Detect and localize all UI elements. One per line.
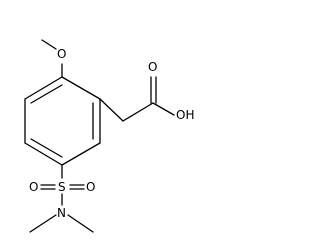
atom-methoxy-oxygen: O (57, 47, 66, 61)
atom-carbonyl-oxygen: O (148, 60, 157, 74)
atom-sulfur: S (58, 180, 66, 194)
ring-bond-c3-c4 (24, 142, 63, 166)
bond-n-methyl-left (29, 214, 57, 233)
atom-sulfonyl-oxygen-right: O (86, 180, 95, 194)
atom-sulfonyl-oxygen-left: O (29, 180, 38, 194)
ring-bond-c6-c1 (61, 76, 101, 100)
molecule-drawing: O O OH S O O N (24, 39, 194, 233)
bond-methoxy-o-methyl (41, 39, 57, 50)
bond-carboxyl-c-oh (152, 102, 175, 116)
bond-ch2-carboxyl-c (122, 102, 154, 122)
atom-hydroxyl: OH (176, 108, 194, 122)
ring-double-bond-c5-c6 (30, 84, 63, 104)
bond-n-methyl-right (67, 214, 94, 233)
ring-bond-c5-c6 (24, 76, 63, 100)
ring-bond-c2-c3 (61, 142, 101, 166)
atom-nitrogen: N (57, 206, 66, 220)
ring-double-bond-c3-c4 (30, 138, 63, 158)
structure-diagram: O O OH S O O N (24, 39, 194, 233)
bond-ring-ch2 (99, 98, 124, 122)
